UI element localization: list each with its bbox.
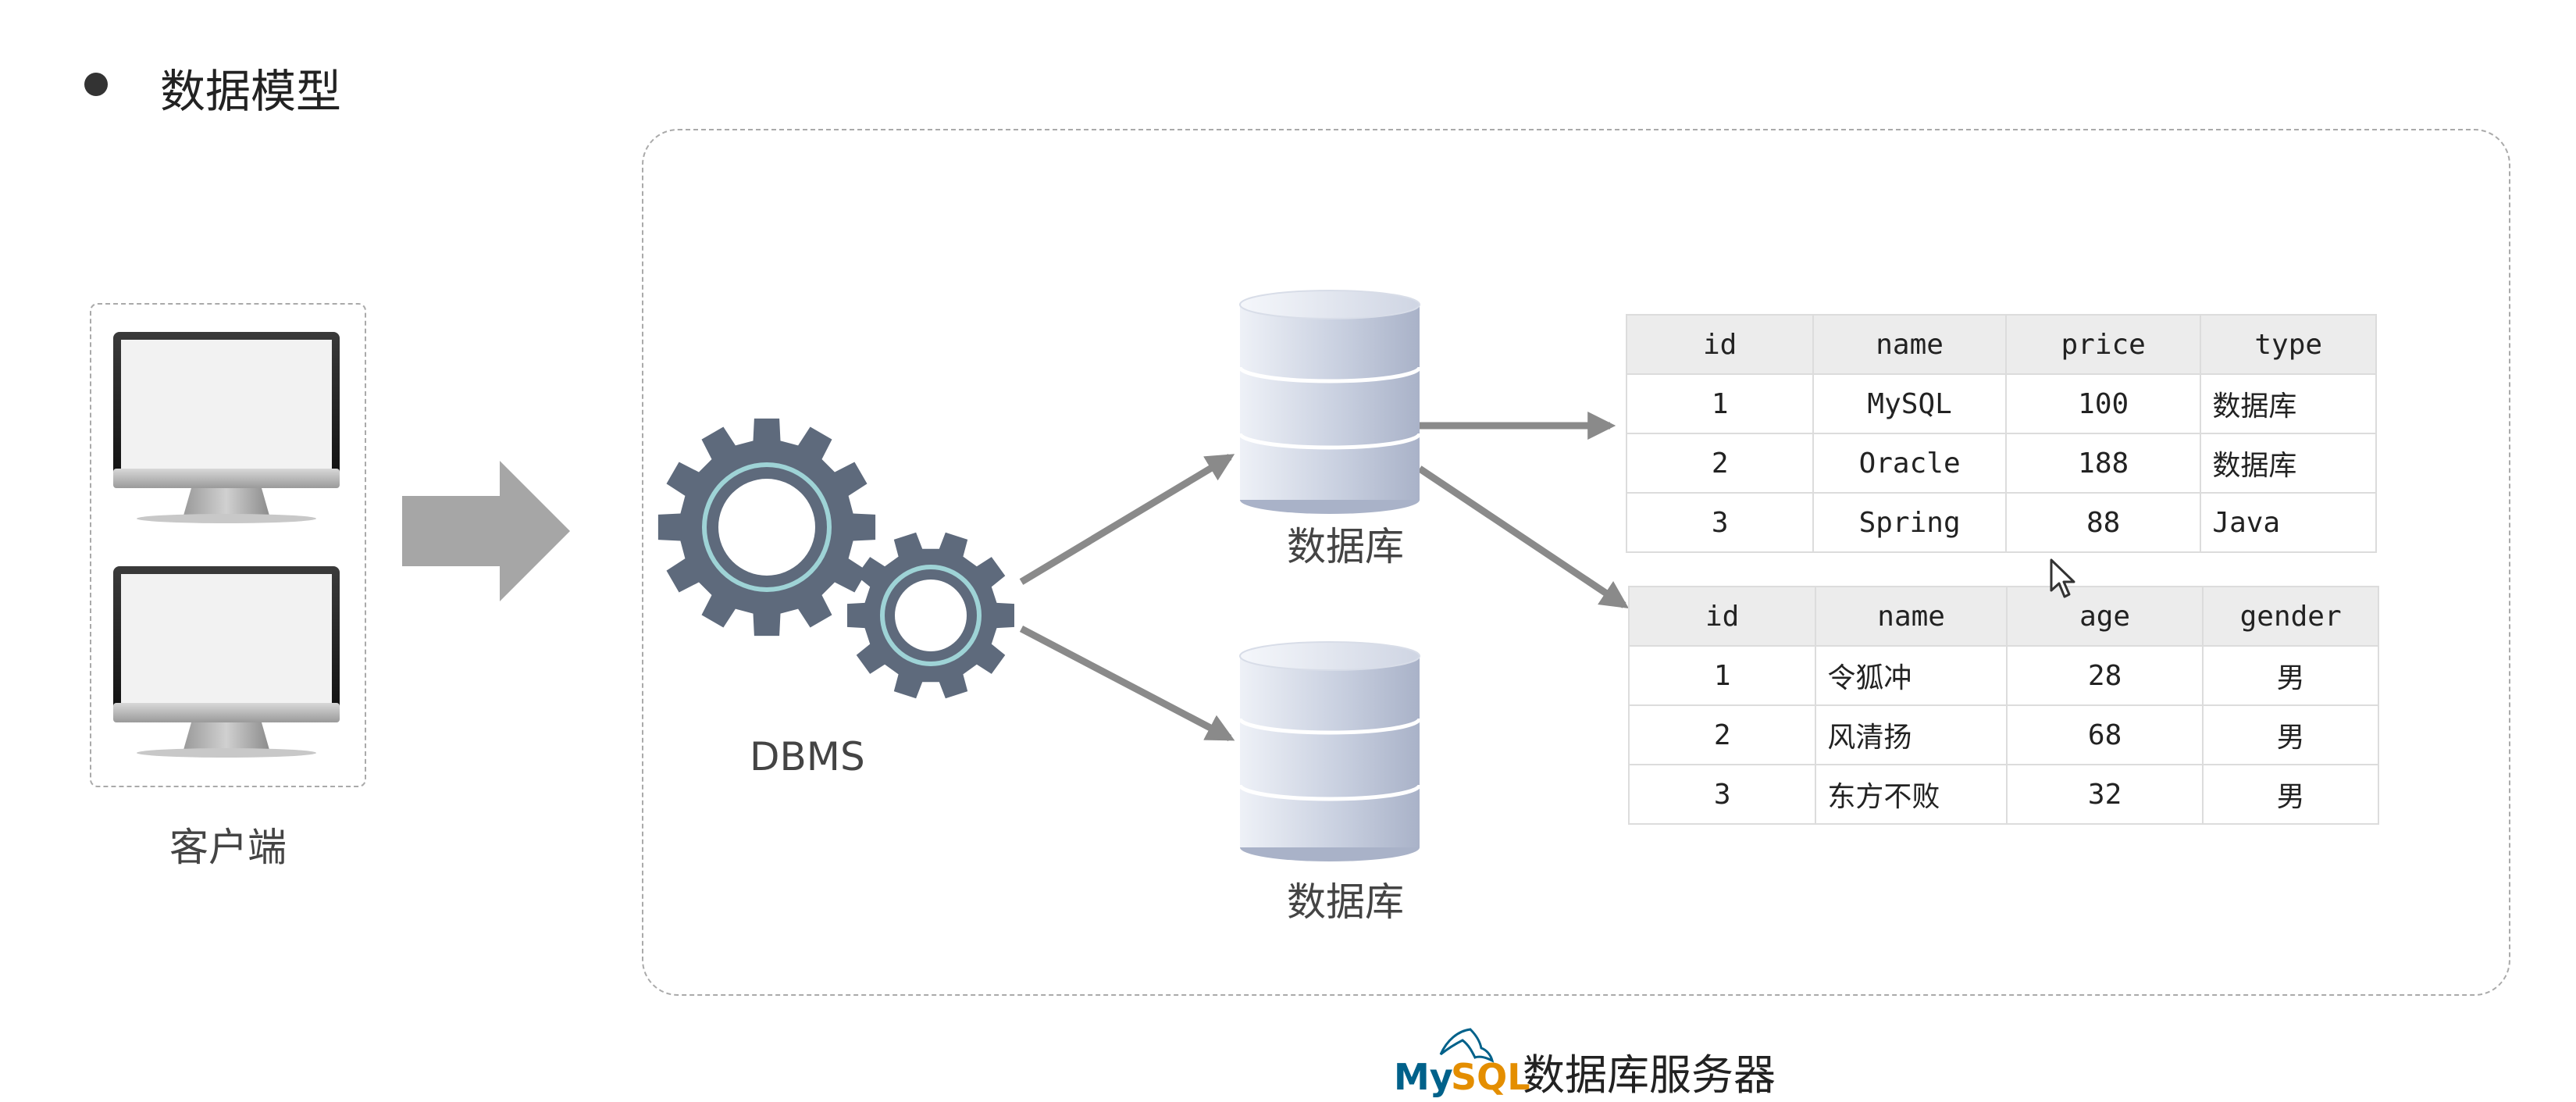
products-table: id name price type 1 MySQL 100 数据库 2 Ora… — [1625, 314, 2377, 553]
table-cell: 男 — [2202, 764, 2379, 825]
column-header: name — [1815, 586, 2008, 647]
gear-icon — [847, 532, 1014, 699]
table-row: 3 东方不败 32 男 — [1627, 764, 2379, 825]
table-cell: 男 — [2202, 704, 2379, 765]
table-cell: Spring — [1812, 492, 2007, 553]
database-cylinder-icon — [1238, 641, 1422, 861]
dolphin-icon — [1439, 1028, 1495, 1063]
monitor-icon — [113, 332, 340, 523]
table-cell: 188 — [2004, 433, 2202, 494]
table-header-row: id name age gender — [1627, 586, 2379, 647]
column-header: name — [1812, 314, 2007, 375]
dbms-label: DBMS — [750, 734, 865, 779]
table-cell: Oracle — [1812, 433, 2007, 494]
table-cell: 令狐冲 — [1815, 645, 2008, 706]
client-container — [90, 303, 366, 787]
table-cell: 100 — [2004, 373, 2202, 434]
table-cell: 2 — [1625, 433, 1815, 494]
table-cell: 男 — [2202, 645, 2379, 706]
table-row: 2 Oracle 188 数据库 — [1625, 433, 2377, 494]
table-cell: MySQL — [1812, 373, 2007, 434]
table-row: 1 令狐冲 28 男 — [1627, 645, 2379, 706]
table-cell: 3 — [1627, 764, 1817, 825]
table-cell: 32 — [2005, 764, 2204, 825]
arrow-db1-to-table2 — [1417, 465, 1629, 608]
database-label: 数据库 — [1287, 879, 1404, 925]
table-cell: 88 — [2004, 492, 2202, 553]
table-header-row: id name price type — [1625, 314, 2377, 375]
table-cell: 东方不败 — [1815, 764, 2008, 825]
users-table: id name age gender 1 令狐冲 28 男 2 风清扬 68 男… — [1627, 586, 2379, 825]
table-cell: 风清扬 — [1815, 704, 2008, 765]
database-server-container — [642, 129, 2510, 996]
big-right-arrow — [402, 461, 570, 601]
table-cell: 数据库 — [2200, 373, 2377, 434]
table-cell: Java — [2200, 492, 2377, 553]
gear-icon — [657, 418, 876, 637]
table-cell: 68 — [2005, 704, 2204, 765]
table-cell: 3 — [1625, 492, 1815, 553]
mysql-logo: My SQL — [1394, 1023, 1530, 1098]
table-cell: 1 — [1627, 645, 1817, 706]
monitor-icon — [113, 566, 340, 758]
table-row: 1 MySQL 100 数据库 — [1625, 373, 2377, 434]
table-cell: 1 — [1625, 373, 1815, 434]
database-server-label: 数据库服务器 — [1523, 1050, 1776, 1100]
column-header: price — [2004, 314, 2202, 375]
table-row: 2 风清扬 68 男 — [1627, 704, 2379, 765]
column-header: age — [2005, 586, 2204, 647]
column-header: type — [2200, 314, 2377, 375]
column-header: id — [1625, 314, 1815, 375]
client-label: 客户端 — [169, 825, 287, 870]
table-cell: 2 — [1627, 704, 1817, 765]
column-header: id — [1627, 586, 1817, 647]
mouse-cursor-icon — [2050, 558, 2075, 598]
table-cell: 28 — [2005, 645, 2204, 706]
arrow-dbms-to-db1 — [1019, 454, 1235, 585]
arrow-dbms-to-db2 — [1019, 626, 1235, 741]
bullet-dot — [84, 73, 108, 96]
database-label: 数据库 — [1287, 524, 1404, 569]
database-cylinder-icon — [1238, 290, 1422, 514]
table-row: 3 Spring 88 Java — [1625, 492, 2377, 553]
column-header: gender — [2202, 586, 2379, 647]
page-title: 数据模型 — [160, 65, 342, 118]
table-cell: 数据库 — [2200, 433, 2377, 494]
